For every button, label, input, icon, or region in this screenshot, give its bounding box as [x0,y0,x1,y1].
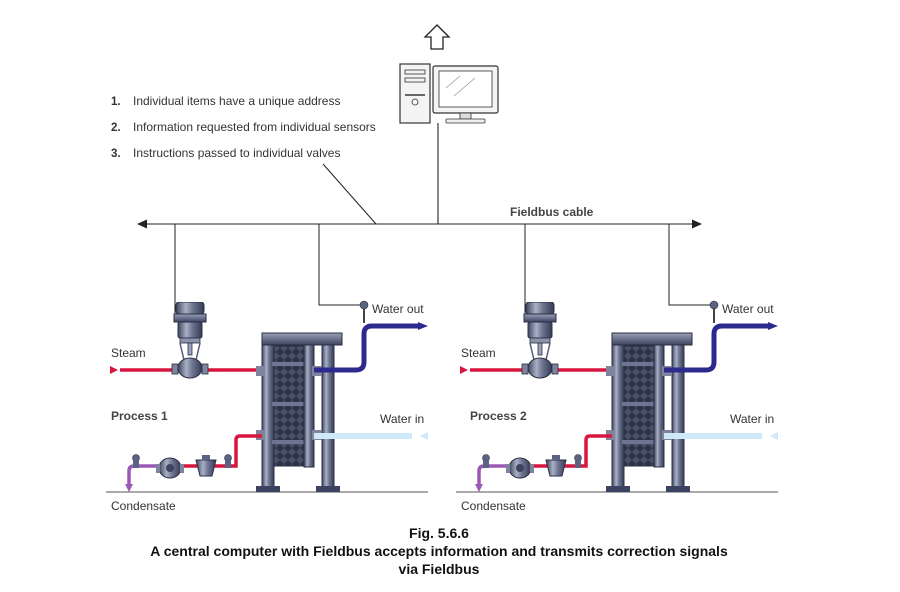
condensate-label: Condensate [461,499,526,513]
note-number: 2. [111,122,121,134]
up-arrow-icon [423,24,451,50]
water-in-pipe [314,432,428,440]
figure-caption: Fig. 5.6.6 A central computer with Field… [150,525,728,577]
condensate-arrow-icon [125,484,133,492]
control-valve-icon [521,302,559,379]
arrow-right-icon [692,219,702,229]
figure-number: Fig. 5.6.6 [409,525,469,541]
central-computer [399,24,499,124]
arrow-left-icon [137,219,147,229]
steam-arrow-icon [460,366,468,374]
water-in-arrow-icon [770,432,778,440]
water-in-arrow-icon [420,432,428,440]
temperature-sensor-icon [359,300,369,323]
note-text: Instructions passed to individual valves [133,146,340,160]
caption-line-2: via Fieldbus [399,561,480,577]
condensate-arrow-icon [475,484,483,492]
water-in-label: Water in [730,412,774,426]
fieldbus-label: Fieldbus cable [510,205,594,219]
water-out-label: Water out [372,302,424,316]
water-out-label: Water out [722,302,774,316]
water-out-pipe [664,322,778,373]
process-1: Steam Water out [106,300,428,513]
control-valve-icon [171,302,209,379]
monitor-icon [432,65,499,124]
heat-exchanger-icon [256,332,343,492]
heat-exchanger-icon [606,332,693,492]
note-text: Individual items have a unique address [133,94,340,108]
caption-line-1: A central computer with Fieldbus accepts… [150,543,728,559]
water-out-pipe [314,322,428,373]
steam-label: Steam [111,346,146,360]
condensate-pipe [475,434,612,492]
note-pointer-line [322,163,377,225]
water-in-pipe [664,432,778,440]
condensate-pipe [125,434,262,492]
note-text: Information requested from individual se… [133,120,376,134]
water-out-arrow-icon [768,322,778,330]
note-number: 1. [111,96,121,108]
computer-tower-icon [399,63,431,124]
note-number: 3. [111,148,121,160]
notes-list: 1. Individual items have a unique addres… [111,94,376,160]
steam-label: Steam [461,346,496,360]
steam-arrow-icon [110,366,118,374]
process-title: Process 2 [470,409,527,423]
water-in-label: Water in [380,412,424,426]
water-out-arrow-icon [418,322,428,330]
temperature-sensor-icon [709,300,719,323]
process-title: Process 1 [111,409,168,423]
process-2: Steam Water out [456,300,778,513]
condensate-label: Condensate [111,499,176,513]
